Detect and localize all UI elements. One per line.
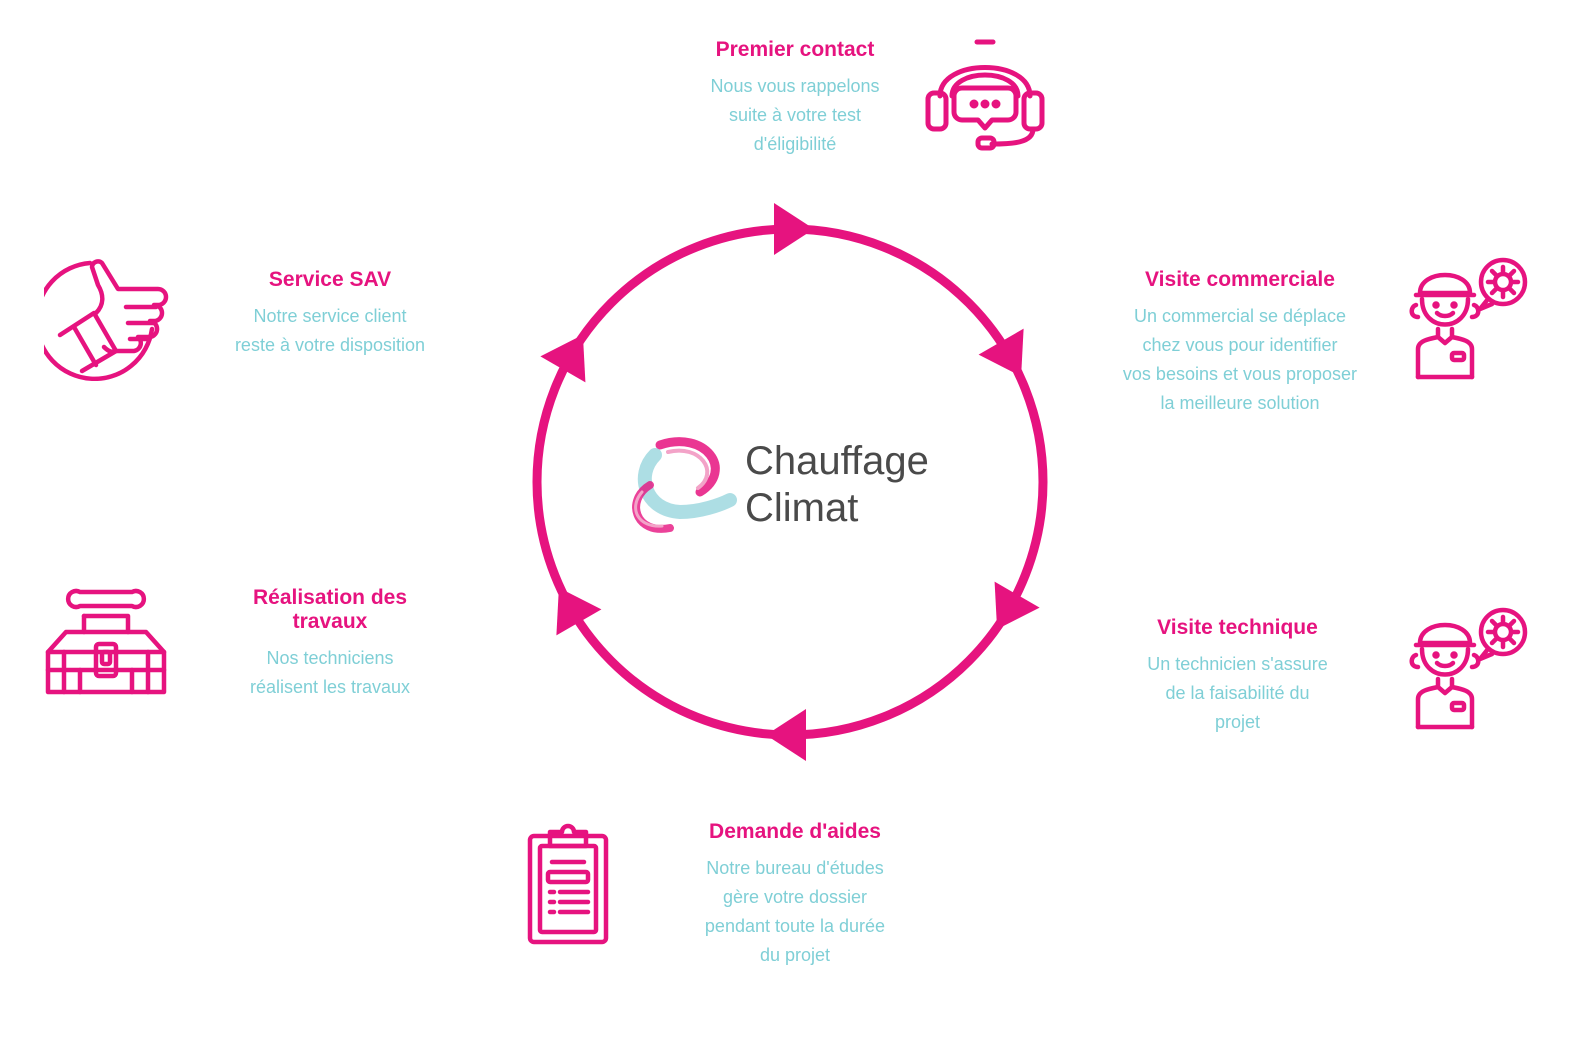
step-description: Un technicien s'assure de la faisabilité… [1147,654,1328,732]
thumbs-up-icon [44,255,170,381]
step-visite-commerciale: Visite commerciale Un commercial se dépl… [1090,268,1390,418]
step-realisation-travaux: Réalisation des travaux Nos techniciens … [200,586,460,702]
cycle-arrow-5 [556,587,602,636]
logo-text: Chauffage Climat [745,438,929,532]
logo-line-1: Chauffage [745,439,929,483]
step-description: Nous vous rappelons suite à votre test d… [710,76,880,154]
step-visite-technique: Visite technique Un technicien s'assure … [1100,616,1375,737]
cycle-arrow-2 [978,328,1024,377]
logo-mark-icon [632,437,737,533]
step-description: Nos techniciens réalisent les travaux [249,648,411,697]
cycle-arrow-6 [540,334,586,383]
toolbox-icon [44,586,170,701]
step-title: Visite commerciale [1145,268,1335,291]
cycle-arrow-1 [774,203,814,255]
step-title: Visite technique [1157,616,1318,639]
headset-chat-icon [922,38,1048,153]
clipboard-icon [524,822,614,948]
cycle-arrow-3 [994,581,1040,630]
step-title: Premier contact [715,38,875,61]
step-title: Service SAV [268,268,392,291]
step-premier-contact: Premier contact Nous vous rappelons suit… [660,38,930,159]
step-description: Notre bureau d'études gère votre dossier… [704,858,886,965]
technician-gear-icon [1408,255,1533,383]
logo: Chauffage Climat [620,430,980,540]
cycle-arrow-4 [766,709,806,761]
step-title: Demande d'aides [709,820,881,843]
step-demande-aides: Demande d'aides Notre bureau d'études gè… [660,820,930,970]
logo-line-2: Climat [745,486,859,530]
technician-gear-icon [1408,605,1533,733]
step-description: Notre service client reste à votre dispo… [234,306,426,355]
cycle-arrows [540,203,1040,761]
step-description: Un commercial se déplace chez vous pour … [1122,306,1358,413]
step-title: Réalisation des travaux [252,586,408,633]
step-service-sav: Service SAV Notre service client reste à… [200,268,460,360]
